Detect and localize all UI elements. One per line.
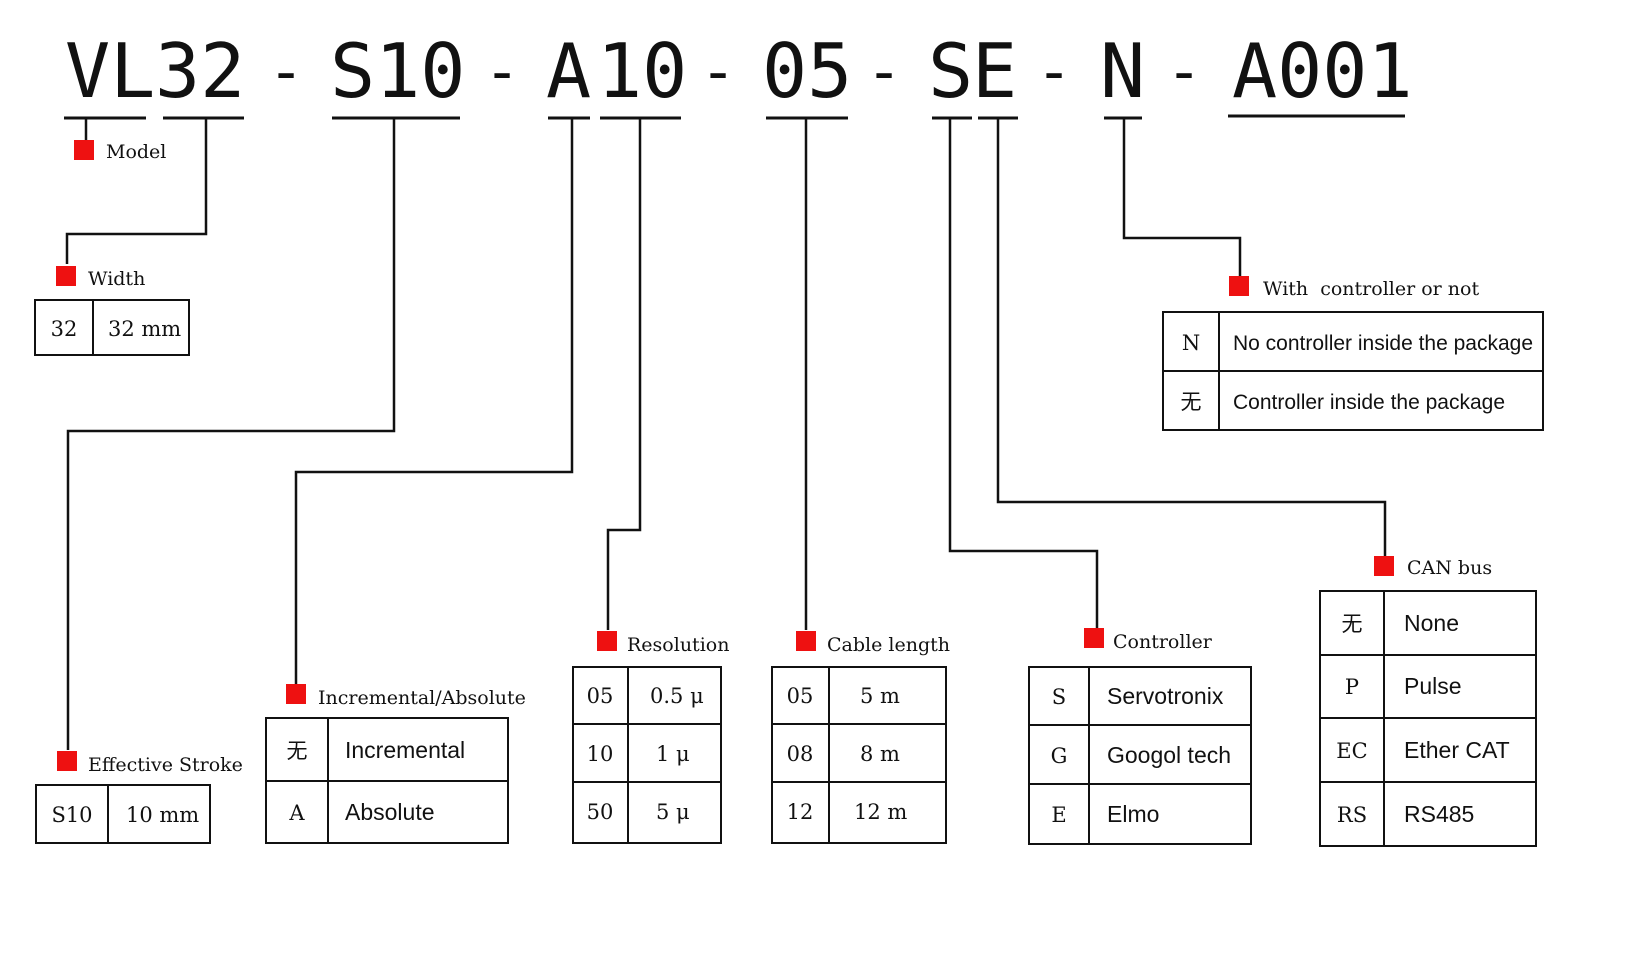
table-incabs: 无 Incremental A Absolute (265, 717, 509, 844)
label-model: Model (106, 141, 166, 163)
table-border (572, 666, 722, 844)
marker-stroke (57, 751, 77, 771)
table-code: 无 (1342, 612, 1363, 636)
code-separator: - (1036, 37, 1072, 107)
table-code: A (288, 801, 305, 825)
table-code: N (1182, 331, 1200, 355)
table-code: G (1051, 744, 1068, 768)
code-segment-suffix: A001 (1232, 27, 1413, 115)
marker-with-controller (1229, 276, 1249, 296)
label-cable: Cable length (827, 634, 950, 656)
code-separator: - (1166, 37, 1202, 107)
table-code: RS (1337, 803, 1367, 827)
marker-resolution (597, 631, 617, 651)
table-value: Controller inside the package (1233, 391, 1505, 414)
table-value: 5 m (860, 684, 900, 708)
table-value: Pulse (1404, 673, 1462, 699)
table-border (34, 299, 190, 356)
table-code: E (1051, 803, 1066, 827)
table-code: P (1345, 675, 1359, 699)
table-with-controller: N No controller inside the package 无 Con… (1162, 311, 1544, 431)
connector-incabs (294, 118, 574, 684)
table-code: S (1052, 685, 1066, 709)
table-code: EC (1336, 739, 1367, 763)
table-value: 32 mm (108, 317, 181, 341)
code-segment-incabs: A (546, 27, 591, 115)
code-separator: - (700, 37, 736, 107)
table-value: Absolute (345, 799, 435, 825)
table-cable: 05 5 m 08 8 m 12 12 m (771, 666, 947, 844)
code-separator: - (268, 37, 304, 107)
code-segment-model: VL (65, 27, 155, 115)
code-segment-with-controller: N (1100, 27, 1145, 115)
code-segment-resolution: 10 (597, 27, 687, 115)
red-markers (56, 140, 1394, 771)
table-value: 10 mm (126, 803, 199, 827)
table-code: 无 (287, 739, 308, 763)
code-segment-controller: S (928, 27, 973, 115)
marker-canbus (1374, 556, 1394, 576)
label-width: Width (88, 268, 145, 290)
table-canbus: 无 None P Pulse EC Ether CAT RS RS485 (1319, 590, 1537, 847)
connector-stroke (66, 118, 396, 750)
table-code: 12 (787, 800, 814, 824)
label-controller: Controller (1113, 631, 1213, 653)
table-code: 05 (587, 684, 614, 708)
table-code: 无 (1181, 390, 1202, 414)
table-value: No controller inside the package (1233, 332, 1533, 355)
table-value: 8 m (860, 742, 900, 766)
code-segment-canbus: E (972, 27, 1017, 115)
table-border (1028, 666, 1252, 845)
table-value: Elmo (1107, 801, 1159, 827)
table-code: 50 (587, 800, 614, 824)
table-value: 0.5 μ (650, 684, 704, 708)
table-value: 12 m (854, 800, 907, 824)
marker-width (56, 266, 76, 286)
label-stroke: Effective Stroke (88, 754, 243, 776)
connector-lines (65, 118, 1387, 750)
code-separator: - (484, 37, 520, 107)
table-border (35, 784, 211, 844)
table-code: S10 (51, 803, 92, 827)
marker-cable (796, 631, 816, 651)
connector-width (65, 118, 208, 264)
connector-with-controller (1122, 118, 1242, 276)
label-incabs: Incremental/Absolute (318, 687, 526, 709)
code-underlines (64, 114, 1405, 120)
code-segment-cable: 05 (762, 27, 852, 115)
connector-canbus (996, 118, 1387, 556)
table-value: 5 μ (656, 800, 690, 824)
field-labels: Model Width Effective Stroke Incremental… (88, 141, 1492, 776)
table-resolution: 05 0.5 μ 10 1 μ 50 5 μ (572, 666, 722, 844)
table-value: Ether CAT (1404, 737, 1510, 763)
marker-controller (1084, 628, 1104, 648)
part-number-code: VL 32 - S10 - A 10 - 05 - S E - N - A001 (65, 27, 1413, 115)
label-with-controller: With controller or not (1263, 278, 1479, 300)
marker-incabs (286, 684, 306, 704)
table-value: Googol tech (1107, 742, 1231, 768)
connector-resolution (606, 118, 642, 630)
code-segment-stroke: S10 (330, 27, 465, 115)
table-stroke: S10 10 mm (35, 784, 211, 844)
table-code: 08 (787, 742, 814, 766)
table-border (771, 666, 947, 844)
table-code: 10 (587, 742, 614, 766)
label-canbus: CAN bus (1407, 557, 1492, 579)
table-value: Incremental (345, 737, 465, 763)
marker-model (74, 140, 94, 160)
table-value: Servotronix (1107, 683, 1224, 709)
table-code: 05 (787, 684, 814, 708)
table-code: 32 (51, 317, 78, 341)
table-value: RS485 (1404, 801, 1474, 827)
code-separator: - (866, 37, 902, 107)
connector-controller (948, 118, 1099, 628)
table-value: None (1404, 610, 1459, 636)
code-segment-width: 32 (155, 27, 245, 115)
label-resolution: Resolution (627, 634, 729, 656)
table-value: 1 μ (656, 742, 690, 766)
table-controller: S Servotronix G Googol tech E Elmo (1028, 666, 1252, 845)
table-width: 32 32 mm (34, 299, 190, 356)
